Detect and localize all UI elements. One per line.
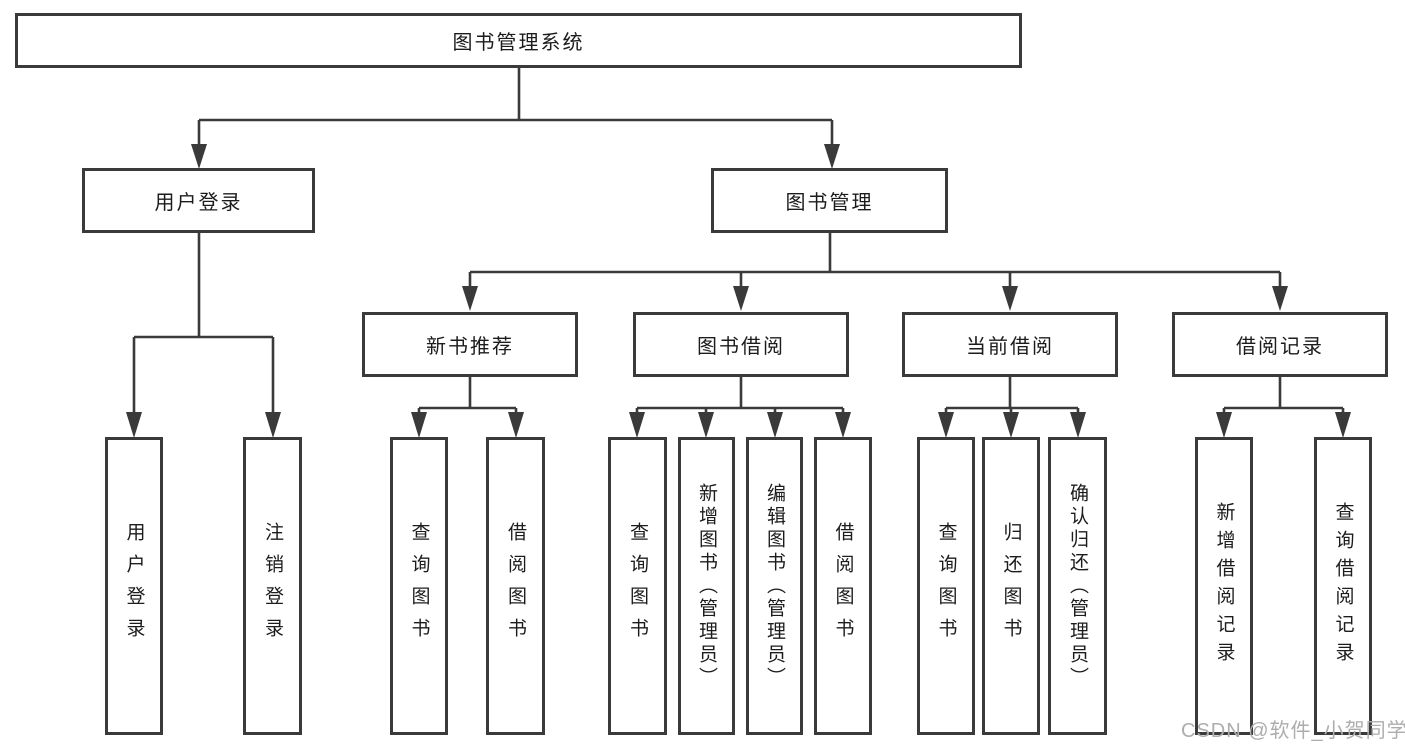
leaf-edit-books-admin-label: 编辑图书（管理员） <box>764 482 785 690</box>
leaf-borrow-books-label: 借阅图书 <box>832 522 854 650</box>
leaf-query-books-current-label: 查询图书 <box>935 522 957 650</box>
leaf-query-books-recommendation: 查询图书 <box>390 437 448 735</box>
leaf-return-books-label: 归还图书 <box>1000 522 1022 650</box>
leaf-logout-label: 注销登录 <box>262 522 283 650</box>
node-new-book-recommendation-label: 新书推荐 <box>426 336 514 358</box>
leaf-query-books-recommendation-label: 查询图书 <box>408 522 430 650</box>
leaf-user-login-label: 用户登录 <box>123 522 145 650</box>
leaf-add-borrow-record-label: 新增借阅记录 <box>1213 502 1235 670</box>
node-book-management: 图书管理 <box>711 168 948 233</box>
leaf-user-login: 用户登录 <box>105 437 163 735</box>
leaf-add-borrow-record: 新增借阅记录 <box>1195 437 1253 735</box>
leaf-add-books-admin: 新增图书（管理员） <box>678 437 735 735</box>
leaf-borrow-books-recommendation: 借阅图书 <box>486 437 545 735</box>
node-root-system: 图书管理系统 <box>15 13 1022 68</box>
csdn-watermark: CSDN @软件_小贺同学 <box>1181 720 1405 742</box>
leaf-edit-books-admin: 编辑图书（管理员） <box>746 437 803 735</box>
node-book-management-label: 图书管理 <box>785 192 874 214</box>
leaf-confirm-return-admin-label: 确认归还（管理员） <box>1067 482 1088 690</box>
node-book-borrowing: 图书借阅 <box>633 312 849 377</box>
node-borrowing-records-label: 借阅记录 <box>1236 336 1324 358</box>
node-root-system-label: 图书管理系统 <box>452 32 585 54</box>
node-new-book-recommendation: 新书推荐 <box>362 312 578 377</box>
leaf-borrow-books: 借阅图书 <box>814 437 872 735</box>
leaf-borrow-books-recommendation-label: 借阅图书 <box>505 522 526 650</box>
node-borrowing-records: 借阅记录 <box>1172 312 1388 377</box>
leaf-confirm-return-admin: 确认归还（管理员） <box>1048 437 1107 735</box>
node-book-borrowing-label: 图书借阅 <box>697 336 785 358</box>
node-user-login-label: 用户登录 <box>154 192 243 214</box>
leaf-return-books: 归还图书 <box>982 437 1040 735</box>
leaf-add-books-admin-label: 新增图书（管理员） <box>696 482 717 690</box>
leaf-logout: 注销登录 <box>243 437 302 735</box>
leaf-query-borrow-record: 查询借阅记录 <box>1314 437 1372 735</box>
leaf-query-borrow-record-label: 查询借阅记录 <box>1332 502 1354 670</box>
leaf-query-books-borrowing-label: 查询图书 <box>627 522 648 650</box>
leaf-query-books-current: 查询图书 <box>917 437 975 735</box>
leaf-query-books-borrowing: 查询图书 <box>608 437 667 735</box>
node-current-borrowing-label: 当前借阅 <box>966 336 1054 358</box>
node-user-login: 用户登录 <box>82 168 315 233</box>
node-current-borrowing: 当前借阅 <box>902 312 1118 377</box>
